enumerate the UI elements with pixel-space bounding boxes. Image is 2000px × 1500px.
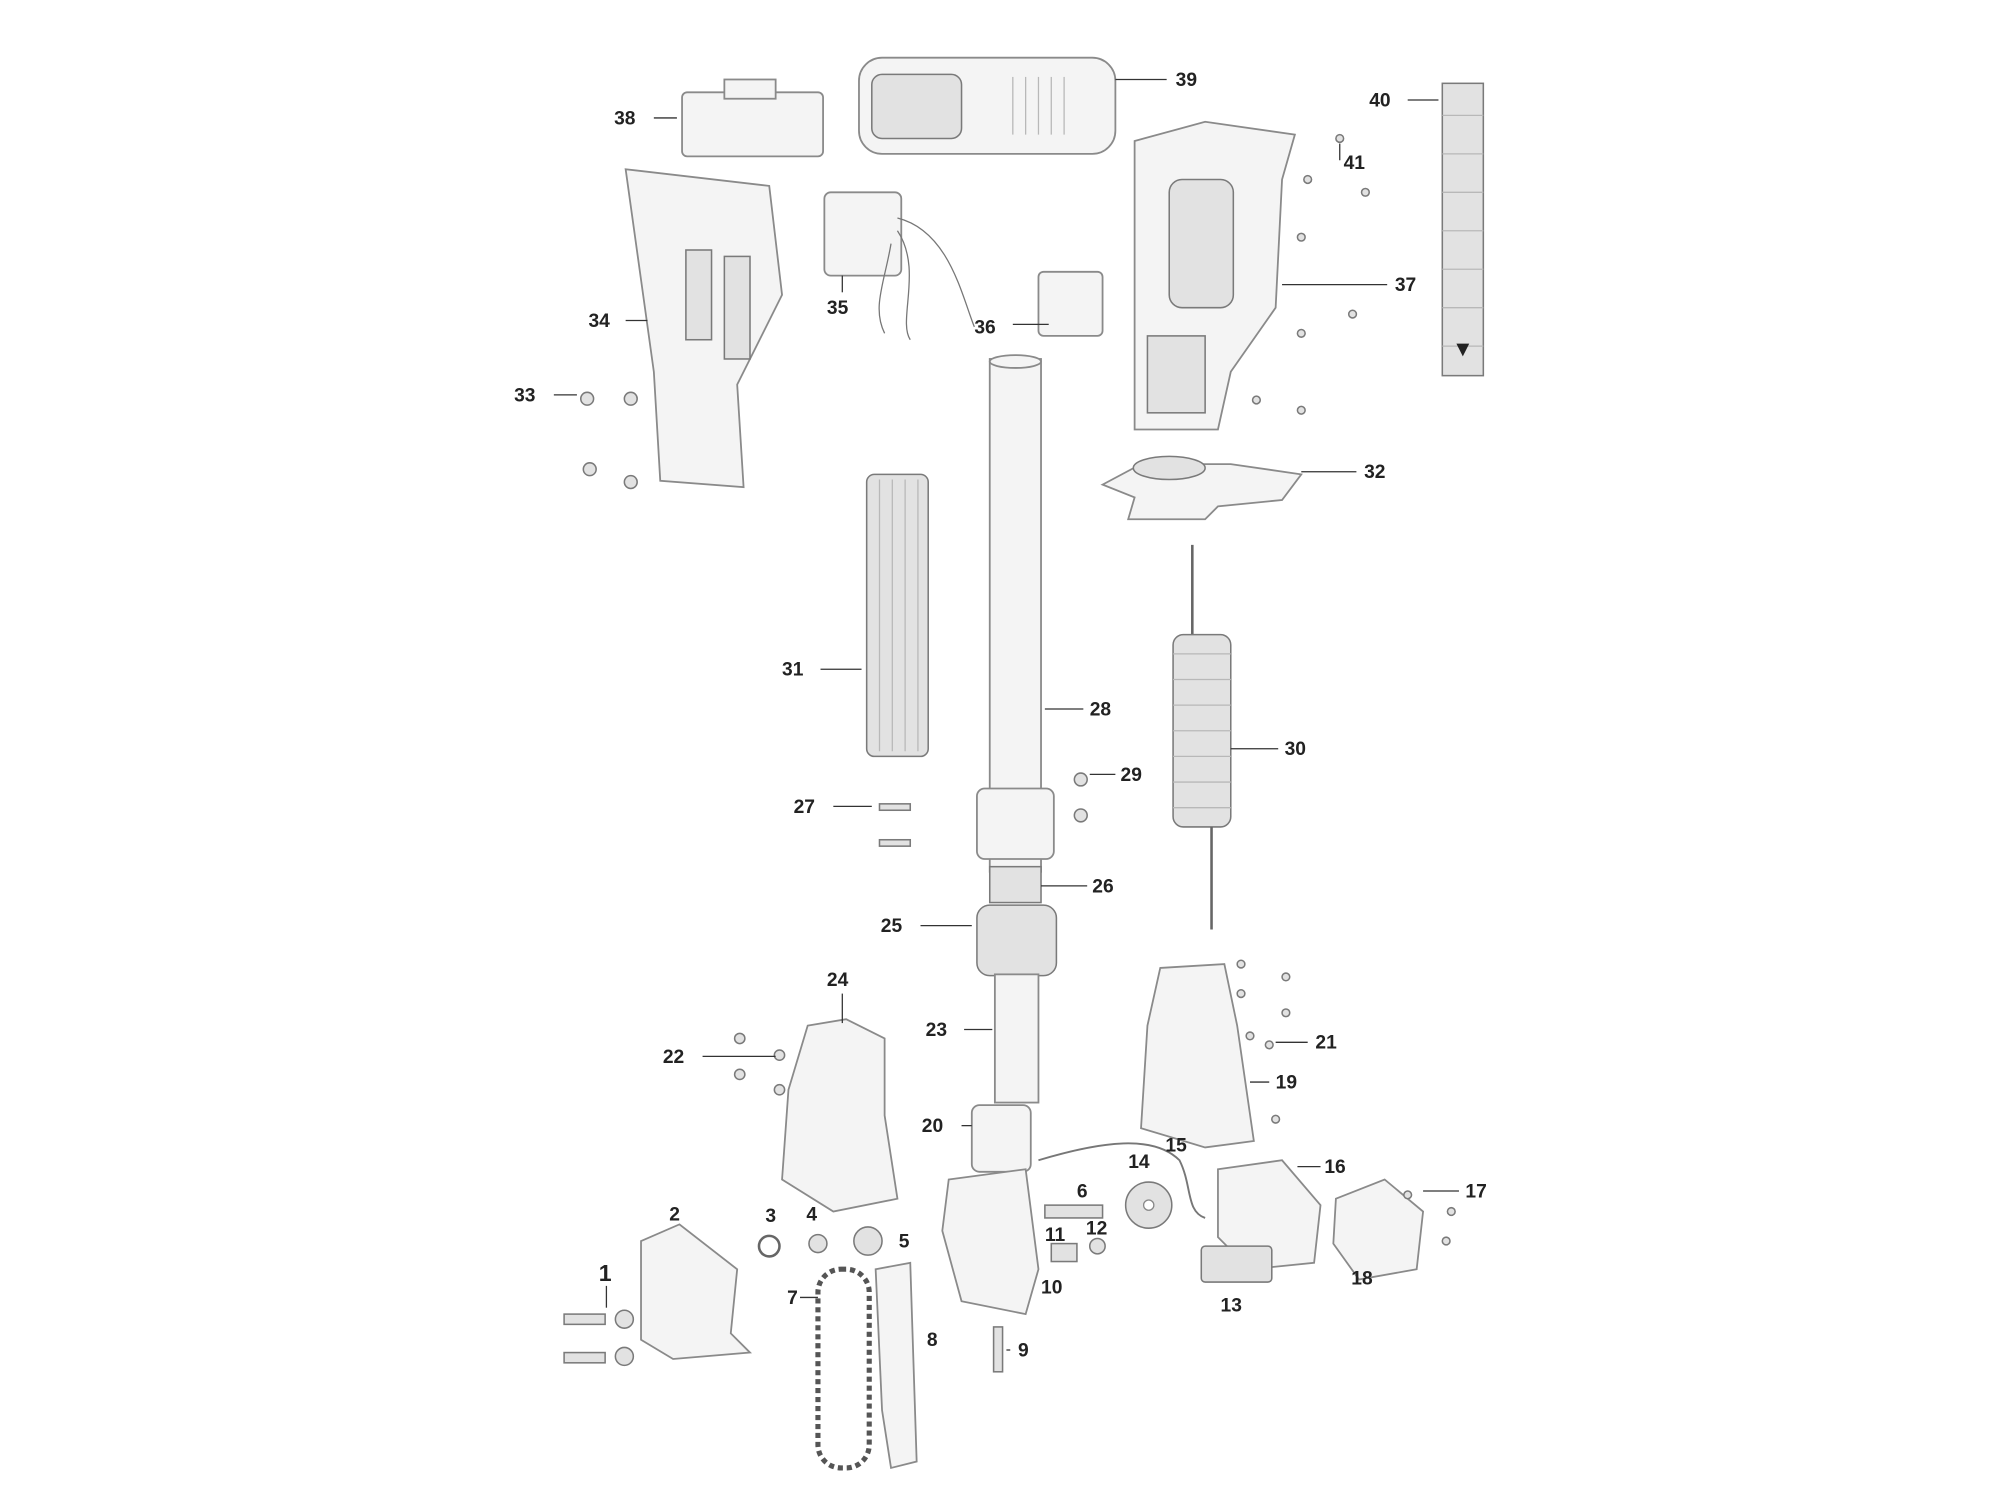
callout-32: 32 xyxy=(1364,462,1385,483)
callout-11: 11 xyxy=(1045,1225,1066,1246)
part-33-nuts xyxy=(580,391,638,490)
callout-14: 14 xyxy=(1128,1152,1150,1173)
part-18-end-cap xyxy=(1332,1178,1425,1281)
part-14-gear xyxy=(1124,1181,1173,1229)
part-29-nuts xyxy=(1073,772,1088,823)
callout-13: 13 xyxy=(1221,1296,1242,1317)
part-21-screws xyxy=(1236,959,1291,1124)
callout-16: 16 xyxy=(1324,1157,1345,1178)
callout-8: 8 xyxy=(927,1330,938,1351)
callout-26: 26 xyxy=(1092,876,1113,897)
part-40-strap xyxy=(1441,82,1485,377)
callout-9: 9 xyxy=(1018,1340,1029,1361)
callout-5: 5 xyxy=(899,1231,910,1252)
callout-20: 20 xyxy=(922,1116,943,1137)
part-9-pin xyxy=(992,1326,1004,1373)
part-17-screws xyxy=(1403,1190,1456,1246)
part-30-spring xyxy=(1172,544,1232,930)
part-15-wire xyxy=(1038,1142,1206,1219)
callout-19: 19 xyxy=(1276,1072,1297,1093)
callout-22: 22 xyxy=(663,1047,684,1068)
callout-1: 1 xyxy=(599,1260,612,1286)
part-31-grip xyxy=(865,473,929,758)
part-37-housing-right xyxy=(1133,120,1297,431)
part-25-collar xyxy=(976,904,1058,977)
callout-33: 33 xyxy=(514,385,535,406)
callout-31: 31 xyxy=(782,660,804,681)
part-5-sprocket xyxy=(853,1226,883,1256)
callout-23: 23 xyxy=(926,1020,947,1041)
callout-30: 30 xyxy=(1285,739,1306,760)
part-7-chain xyxy=(815,1266,872,1471)
part-39-cover xyxy=(858,56,1117,155)
callout-17: 17 xyxy=(1465,1181,1486,1202)
callout-34: 34 xyxy=(588,311,610,332)
part-38-bracket xyxy=(681,78,824,158)
callout-labels: 39 38 40 41 37 34 35 36 33 32 31 28 30 2… xyxy=(514,70,1487,1362)
callout-40: 40 xyxy=(1369,90,1390,111)
part-3-circlip xyxy=(757,1234,781,1258)
callout-35: 35 xyxy=(827,298,849,319)
callout-7: 7 xyxy=(787,1288,798,1309)
leader-lines xyxy=(553,78,1459,1351)
callout-4: 4 xyxy=(806,1205,817,1226)
callout-37: 37 xyxy=(1395,275,1416,296)
callout-15: 15 xyxy=(1165,1135,1187,1156)
part-28-tube xyxy=(976,354,1055,873)
part-1-bolts-nuts xyxy=(563,1309,635,1367)
callout-38: 38 xyxy=(614,108,636,129)
callout-36: 36 xyxy=(974,317,995,338)
part-8-guide-bar xyxy=(874,1261,918,1470)
part-6-shaft xyxy=(1044,1204,1104,1219)
callout-2: 2 xyxy=(669,1205,680,1226)
callout-24: 24 xyxy=(827,970,849,991)
callout-25: 25 xyxy=(881,916,903,937)
callout-27: 27 xyxy=(794,797,815,818)
part-10-gearbox xyxy=(941,1168,1040,1316)
callout-12: 12 xyxy=(1086,1219,1107,1240)
part-4-washer xyxy=(808,1233,828,1254)
screws-37 xyxy=(1251,133,1370,415)
part-34-housing-left xyxy=(624,168,783,489)
callout-10: 10 xyxy=(1041,1278,1062,1299)
part-2-chain-cover xyxy=(640,1223,753,1360)
part-12-washer xyxy=(1088,1237,1106,1255)
part-11-block xyxy=(1050,1242,1078,1263)
part-36-trigger xyxy=(1037,270,1104,337)
part-24-gear-housing xyxy=(781,1018,899,1213)
part-23-lower-tube xyxy=(993,973,1040,1104)
part-13-bracket xyxy=(1200,1245,1273,1283)
part-20-motor xyxy=(970,1104,1032,1173)
callout-39: 39 xyxy=(1176,70,1197,91)
callout-41: 41 xyxy=(1344,153,1366,174)
part-35-switch-wiring xyxy=(823,191,975,341)
part-27-screws xyxy=(878,803,912,847)
callout-28: 28 xyxy=(1090,699,1112,720)
part-19-head-housing xyxy=(1140,963,1255,1149)
callout-18: 18 xyxy=(1351,1269,1373,1290)
part-22-nuts xyxy=(733,1032,786,1096)
callout-6: 6 xyxy=(1077,1181,1088,1202)
callout-29: 29 xyxy=(1121,765,1142,786)
part-32-clamp xyxy=(1100,455,1303,521)
part-16-cover xyxy=(1217,1159,1322,1271)
part-26-thread xyxy=(988,865,1042,904)
callout-3: 3 xyxy=(765,1206,776,1227)
callout-21: 21 xyxy=(1315,1033,1337,1054)
